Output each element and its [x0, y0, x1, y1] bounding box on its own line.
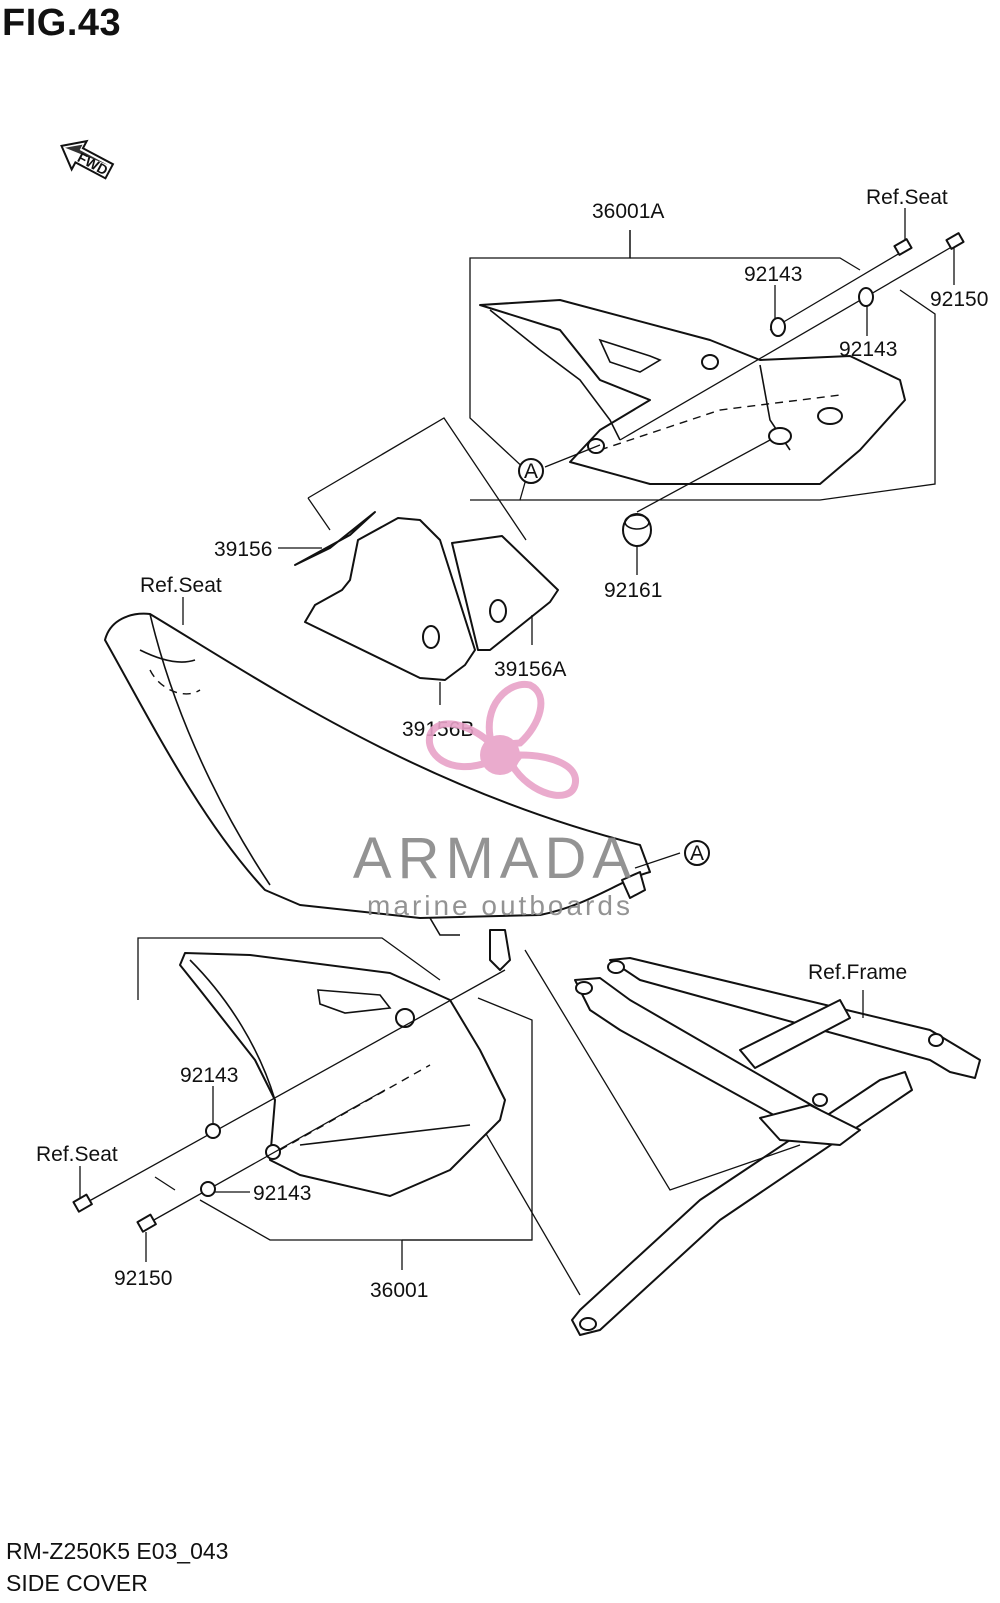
lower-side-cover-group: [72, 937, 581, 1296]
washer-92143-upper-b: [858, 287, 874, 307]
washer-92143-upper-a: [770, 317, 786, 337]
callout-92150-lower: 92150: [114, 1267, 172, 1290]
figure-title: FIG.43: [2, 2, 122, 44]
callout-92143-upper-a: 92143: [744, 263, 802, 286]
section-title: SIDE COVER: [6, 1570, 148, 1596]
callout-92161: 92161: [604, 579, 662, 602]
bolt-92150-upper: [619, 232, 965, 441]
ref-marker-a-upper: [518, 458, 544, 484]
pads-group: [294, 417, 559, 681]
fwd-arrow-icon: FWD: [60, 139, 115, 180]
callout-92150-upper: 92150: [930, 288, 988, 311]
watermark-tagline: marine outboards: [367, 890, 633, 921]
watermark-logo: ARMADA marine outboards: [353, 680, 637, 921]
bolt-ref-seat-lower: [72, 1193, 93, 1213]
bolt-ref-seat-upper: [769, 238, 913, 331]
callout-a-lower: A: [690, 842, 704, 865]
pad-39156B: [304, 517, 476, 681]
callout-36001A: 36001A: [592, 200, 664, 223]
ref-marker-a-lower: [684, 840, 710, 866]
side-cover-upper: [479, 299, 906, 485]
washer-92143-lower-a: [205, 1123, 221, 1139]
upper-side-cover-group: [469, 230, 965, 547]
callout-92143-lower-a: 92143: [180, 1064, 238, 1087]
frame-ref: [524, 949, 981, 1336]
leader-lines: [79, 208, 955, 1262]
callout-ref-seat-mid: Ref.Seat: [140, 574, 222, 597]
callout-ref-frame: Ref.Frame: [808, 961, 907, 984]
bolt-92150-lower: [136, 1213, 157, 1233]
washer-92143-lower-b: [200, 1181, 216, 1197]
pad-39156: [294, 511, 376, 566]
callout-92143-lower-b: 92143: [253, 1182, 311, 1205]
model-code: RM-Z250K5 E03_043: [6, 1538, 229, 1564]
callout-36001: 36001: [370, 1279, 428, 1302]
pad-39156A: [451, 535, 559, 651]
watermark-brand: ARMADA: [353, 826, 637, 891]
callout-a-upper: A: [524, 460, 538, 483]
callout-39156A: 39156A: [494, 658, 566, 681]
callout-ref-seat-top: Ref.Seat: [866, 186, 948, 209]
callout-ref-seat-lower: Ref.Seat: [36, 1143, 118, 1166]
propeller-icon: [425, 680, 579, 799]
callout-39156: 39156: [214, 538, 272, 561]
side-cover-lower: [179, 952, 506, 1197]
seat-ref: [104, 612, 651, 971]
callout-92143-upper-b: 92143: [839, 338, 897, 361]
